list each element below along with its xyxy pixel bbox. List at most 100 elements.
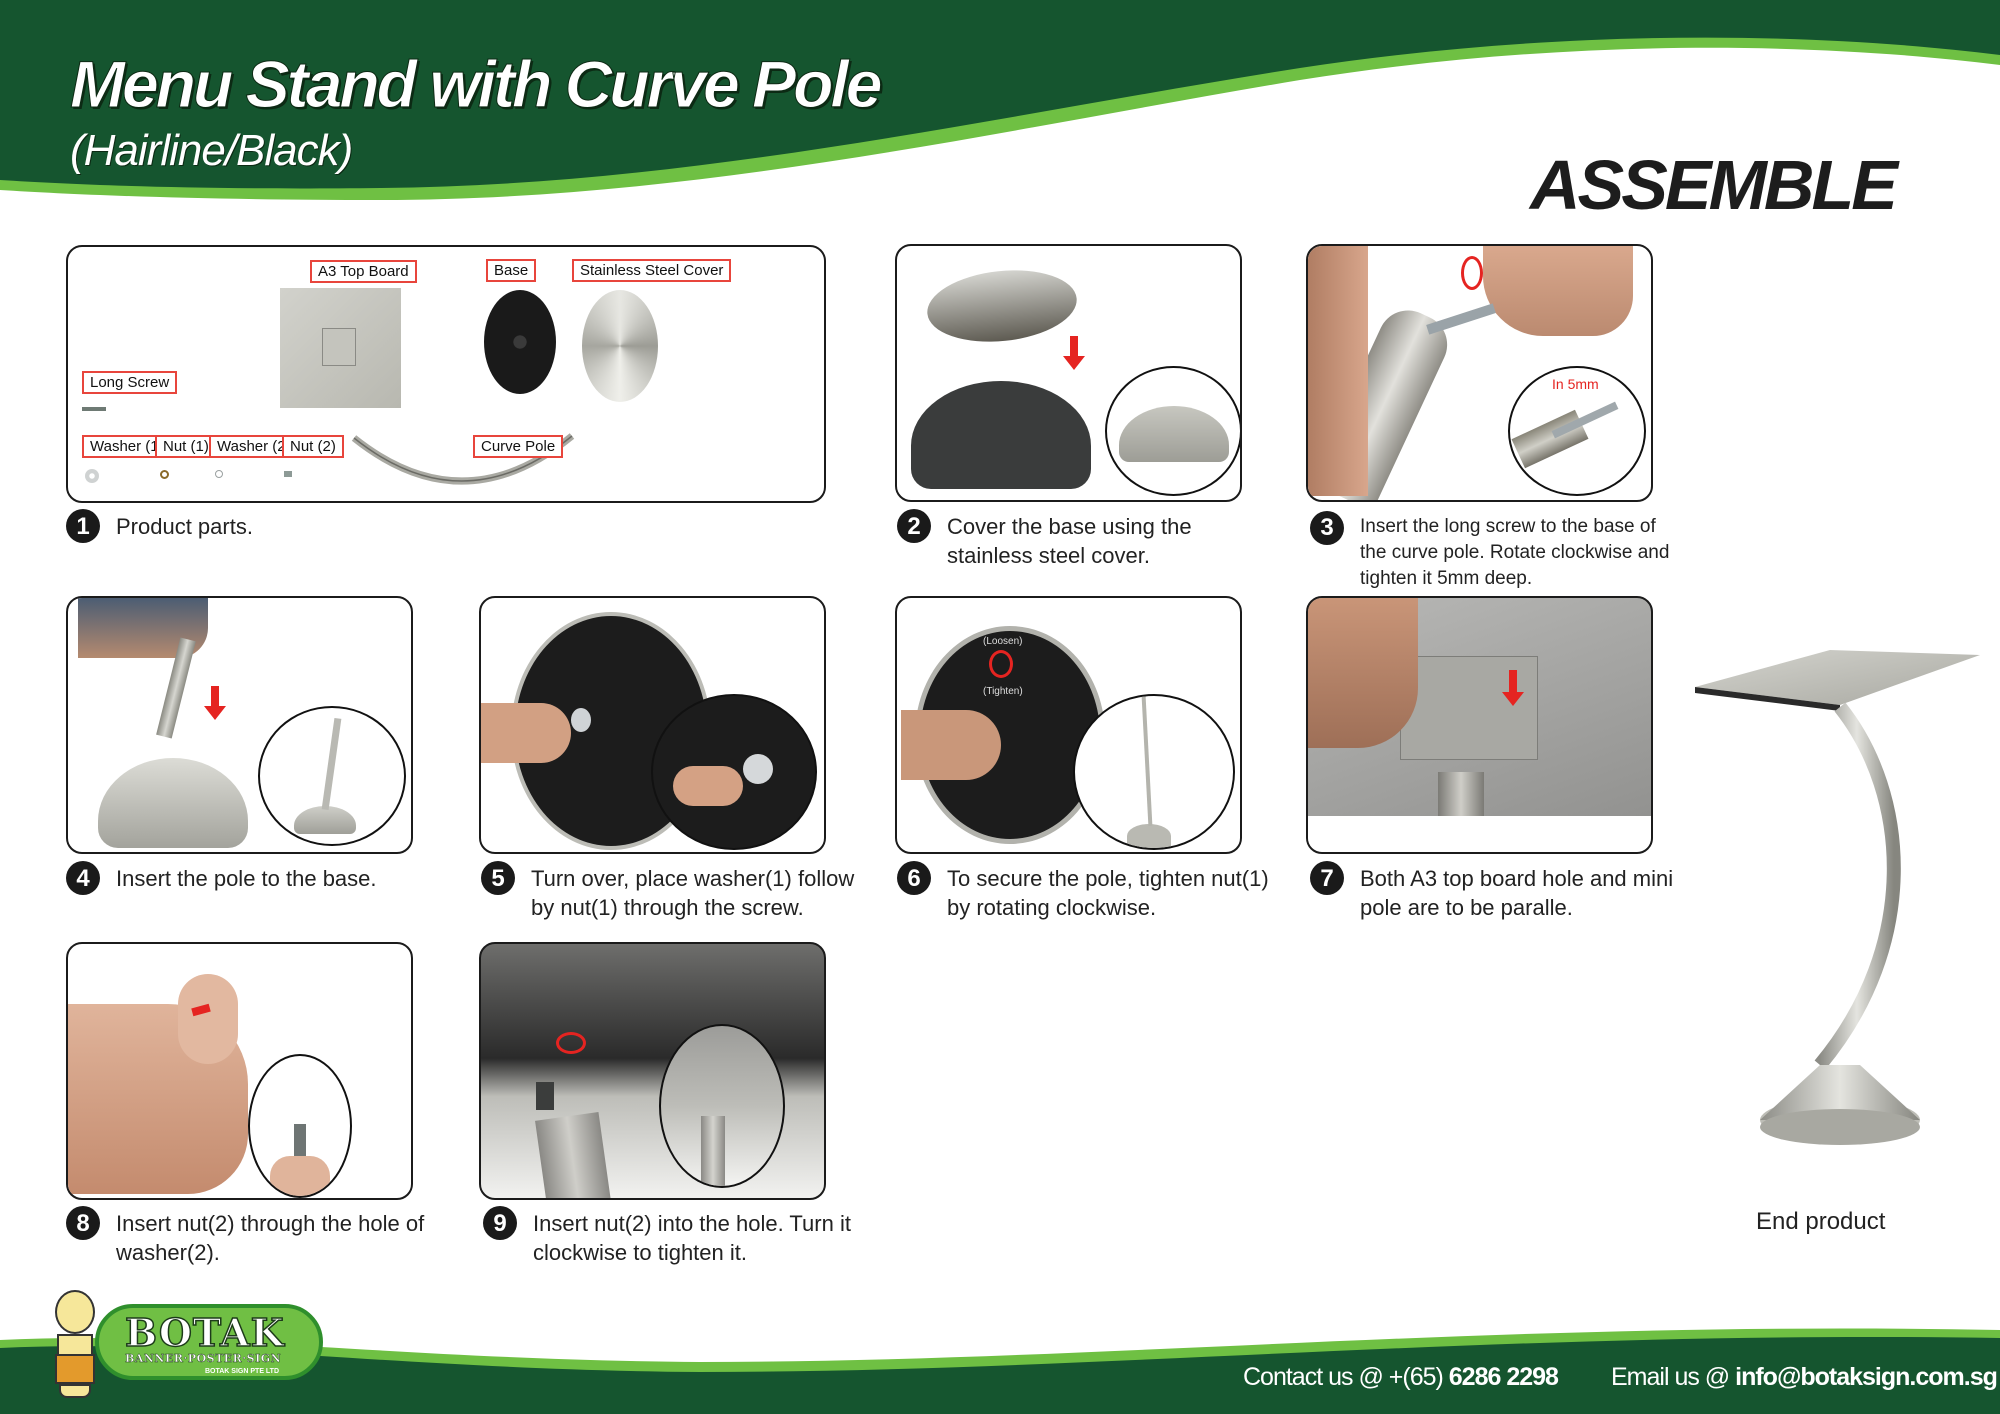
label-nut-1: Nut (1) (155, 435, 217, 458)
base-photo (911, 381, 1091, 489)
nut-2-image (284, 471, 292, 477)
step-text: Insert nut(2) into the hole. Turn it clo… (533, 1211, 851, 1265)
step-number-badge: 3 (1310, 511, 1344, 545)
label-washer-1: Washer (1) (82, 435, 172, 458)
rotate-icon (989, 650, 1013, 678)
contact-phone: Contact us @ +(65) 6286 2298 (1243, 1363, 1559, 1392)
pole-photo (535, 1111, 611, 1198)
step-2-caption: 2 Cover the base using the stainless ste… (897, 509, 1217, 570)
step-5-panel (479, 596, 826, 854)
rotate-clockwise-icon (1461, 256, 1483, 290)
step-number-badge: 1 (66, 509, 100, 543)
label-a3-top-board: A3 Top Board (310, 260, 417, 283)
detail-circle (659, 1024, 785, 1188)
a3-top-board-image (280, 288, 401, 408)
screw-photo (1426, 303, 1496, 335)
step-text: Cover the base using the stainless steel… (947, 514, 1192, 568)
detail-circle (1073, 694, 1235, 850)
washer-1-image (85, 469, 99, 483)
hand-photo (1308, 598, 1418, 748)
annotation-tighten: (Tighten) (983, 686, 1023, 697)
step-1-caption: 1 Product parts. (66, 509, 666, 543)
page-title: Menu Stand with Curve Pole (69, 47, 882, 122)
step-number-badge: 9 (483, 1206, 517, 1240)
botak-logo[interactable]: BOTAK BANNER·POSTER·SIGN BOTAK SIGN PTE … (45, 1282, 330, 1407)
step-number-badge: 7 (1310, 861, 1344, 895)
section-heading: ASSEMBLE (1530, 146, 1898, 224)
base-cover-photo (98, 758, 248, 848)
page-subtitle: (Hairline/Black) (70, 126, 353, 175)
down-arrow-icon (1070, 336, 1078, 358)
step-number-badge: 8 (66, 1206, 100, 1240)
step-number-badge: 2 (897, 509, 931, 543)
detail-circle: In 5mm (1508, 366, 1646, 496)
step-number-badge: 5 (481, 861, 515, 895)
step-text: Insert the pole to the base. (116, 866, 377, 891)
step-4-panel (66, 596, 413, 854)
step-9-panel (479, 942, 826, 1200)
annotation-in-5mm: In 5mm (1552, 376, 1599, 392)
detail-circle (248, 1054, 352, 1198)
detail-circle (258, 706, 406, 846)
logo-badge (95, 1304, 323, 1380)
label-washer-2: Washer (2) (209, 435, 299, 458)
step-8-caption: 8 Insert nut(2) through the hole of wash… (66, 1206, 446, 1267)
long-screw-image (82, 407, 106, 411)
step-text: Turn over, place washer(1) follow by nut… (531, 866, 855, 920)
step-2-panel (895, 244, 1242, 502)
step-text: Product parts. (116, 514, 253, 539)
bolt-photo (536, 1082, 554, 1110)
email-address[interactable]: info@botaksign.com.sg (1735, 1363, 1998, 1391)
phone-number[interactable]: 6286 2298 (1448, 1363, 1559, 1391)
step-8-panel (66, 942, 413, 1200)
step-number-badge: 6 (897, 861, 931, 895)
end-product-image (1695, 650, 1980, 1145)
down-arrow-icon-head (204, 706, 226, 720)
step-text: Insert the long screw to the base of the… (1360, 516, 1670, 589)
down-arrow-icon-head (1063, 356, 1085, 370)
step-7-caption: 7 Both A3 top board hole and mini pole a… (1310, 861, 1690, 922)
step-text: To secure the pole, tighten nut(1) by ro… (947, 866, 1269, 920)
logo-brand: BOTAK (124, 1309, 285, 1356)
label-stainless-steel-cover: Stainless Steel Cover (572, 259, 732, 282)
logo-tagline: BANNER·POSTER·SIGN (125, 1352, 282, 1365)
step-text: Insert nut(2) through the hole of washer… (116, 1211, 425, 1265)
step-4-caption: 4 Insert the pole to the base. (66, 861, 446, 895)
annotation-loosen: (Loosen) (983, 636, 1023, 647)
end-product-label: End product (1756, 1208, 1886, 1235)
hand-photo-right (1483, 246, 1633, 336)
cover-photo (923, 263, 1081, 349)
contact-prefix: Contact us @ +(65) (1243, 1363, 1449, 1391)
washer-photo (571, 708, 591, 732)
down-arrow-icon-head (1502, 692, 1524, 706)
down-arrow-icon (211, 686, 219, 708)
step-3-caption: 3 Insert the long screw to the base of t… (1310, 511, 1680, 592)
down-arrow-icon (1509, 670, 1517, 694)
label-nut-2: Nut (2) (282, 435, 344, 458)
label-long-screw: Long Screw (82, 371, 178, 394)
footer-wave-background (0, 1328, 2000, 1414)
stainless-steel-cover-image (582, 290, 658, 402)
label-base: Base (486, 259, 537, 282)
detail-circle (1105, 366, 1240, 496)
step-5-caption: 5 Turn over, place washer(1) follow by n… (481, 861, 861, 922)
step-3-panel: In 5mm (1306, 244, 1653, 502)
parts-panel: A3 Top Board Base Stainless Steel Cover … (66, 245, 826, 503)
mascot-icon (53, 1290, 97, 1400)
hand-photo (901, 710, 1001, 780)
washer-2-image (215, 470, 223, 478)
finger-photo (178, 974, 238, 1064)
contact-email: Email us @ info@botaksign.com.sg (1611, 1363, 1998, 1392)
email-prefix: Email us @ (1611, 1363, 1736, 1391)
label-curve-pole: Curve Pole (473, 435, 564, 458)
detail-circle (651, 694, 817, 850)
rotate-clockwise-icon (556, 1032, 586, 1054)
base-image (484, 290, 556, 394)
hand-photo (1308, 246, 1368, 496)
board-bracket-photo (1400, 656, 1538, 760)
header-wave-background (0, 0, 2000, 200)
step-7-panel (1306, 596, 1653, 854)
board-edge (1308, 816, 1651, 852)
step-6-caption: 6 To secure the pole, tighten nut(1) by … (897, 861, 1277, 922)
step-6-panel: (Loosen) (Tighten) (895, 596, 1242, 854)
